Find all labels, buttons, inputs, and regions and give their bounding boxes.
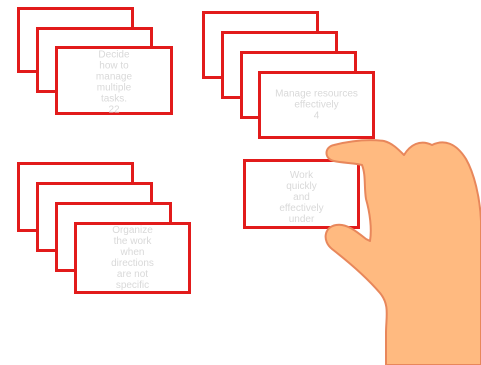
stack-3-front-card-text: Organize the work when directions are no… [77, 225, 188, 291]
hand-illustration [320, 137, 481, 365]
hand-shape [326, 140, 481, 365]
stack-1-front-card-text: Decide how to manage multiple tasks. 22 [58, 49, 170, 112]
stack-2-front-card[interactable]: Manage resources effectively 4 [258, 71, 375, 139]
stack-2-front-card-text: Manage resources effectively 4 [261, 89, 372, 122]
stack-3-front-card[interactable]: Organize the work when directions are no… [74, 222, 191, 294]
stack-1-front-card[interactable]: Decide how to manage multiple tasks. 22 [55, 46, 173, 115]
